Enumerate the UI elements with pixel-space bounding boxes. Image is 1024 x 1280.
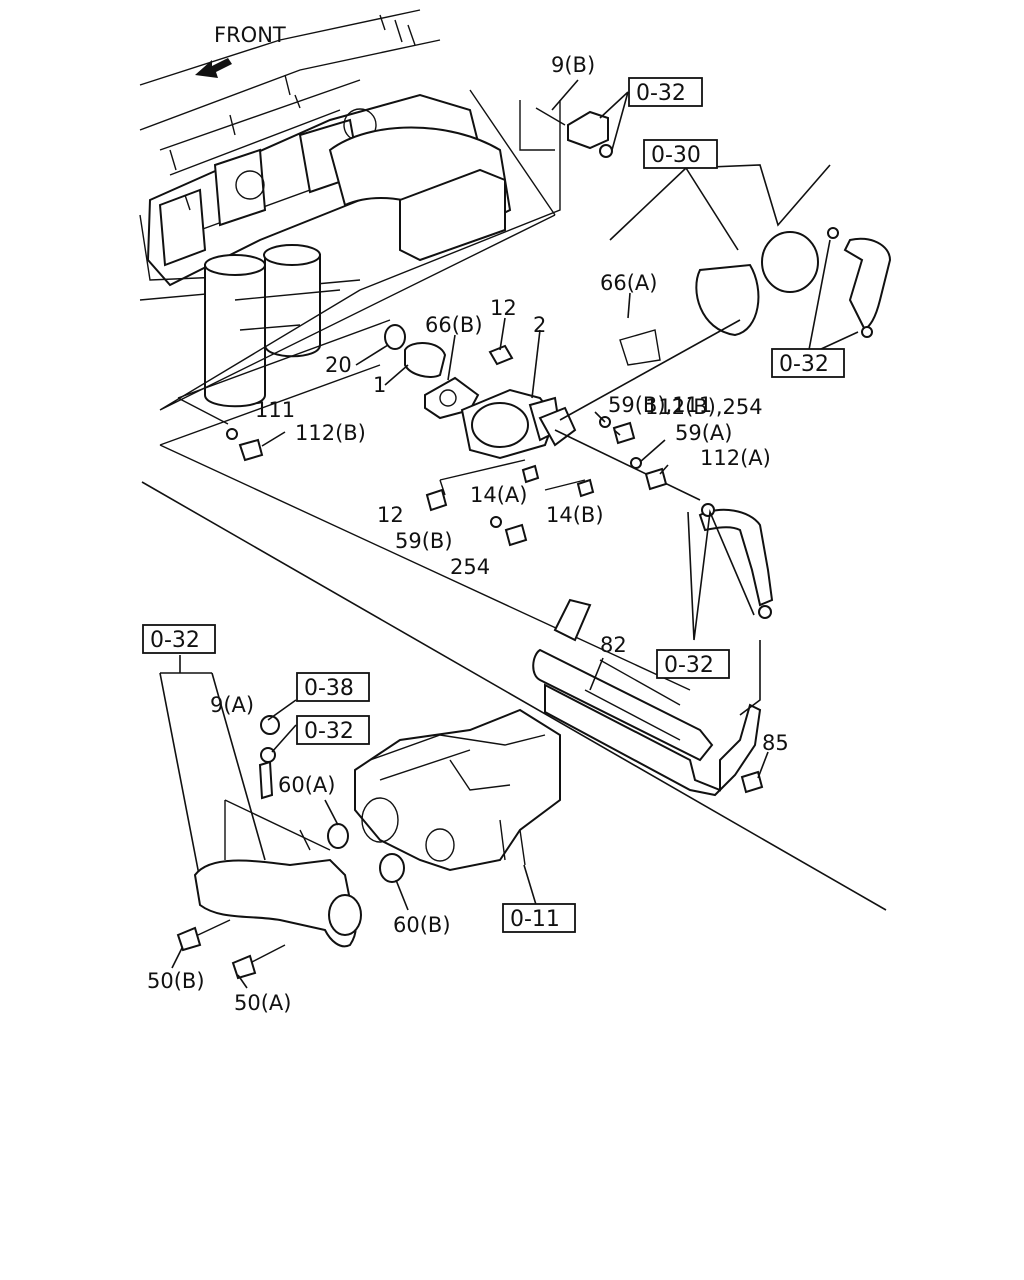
label-112b-254: 112(B),254 xyxy=(645,395,763,419)
label-66b: 66(B) xyxy=(425,313,483,337)
section-divider-line xyxy=(141,481,887,911)
label-82: 82 xyxy=(600,633,627,657)
label-12-low: 12 xyxy=(377,503,404,527)
leader-lines xyxy=(171,292,769,989)
label-50a: 50(A) xyxy=(234,991,291,1015)
ref-label: 0-30 xyxy=(651,143,701,168)
ref-label: 0-32 xyxy=(150,628,200,653)
label-112a: 112(A) xyxy=(700,446,771,470)
front-arrow: FRONT xyxy=(195,23,286,78)
label-59a: 59(A) xyxy=(675,421,732,445)
label-12-top: 12 xyxy=(490,296,517,320)
ref-box-0-32-top: 0-32 xyxy=(628,77,703,107)
engine-block-011 xyxy=(354,708,561,909)
label-14a: 14(A) xyxy=(470,483,527,507)
ref-box-0-32-right: 0-32 xyxy=(771,348,845,378)
part-labels: 9(B) 66(A) 12 66(B) 2 20 1 59(B),111 112… xyxy=(147,53,789,1015)
reference-boxes: 0-32 0-30 0-32 0-32 0-32 0-38 0-32 0-11 xyxy=(142,77,845,933)
ref-box-0-32-left: 0-32 xyxy=(142,624,216,654)
ref-label: 0-32 xyxy=(636,81,686,106)
water-outlet-assembly xyxy=(159,655,405,980)
label-85: 85 xyxy=(762,731,789,755)
coolant-pipe-82 xyxy=(532,503,774,797)
label-9b: 9(B) xyxy=(551,53,595,77)
label-254: 254 xyxy=(450,555,490,579)
label-50b: 50(B) xyxy=(147,969,205,993)
label-66a: 66(A) xyxy=(600,271,657,295)
ref-label: 0-11 xyxy=(510,907,560,932)
ref-box-0-32-hose: 0-32 xyxy=(656,649,730,679)
ref-box-0-30: 0-30 xyxy=(643,139,718,169)
label-14b: 14(B) xyxy=(546,503,604,527)
label-112b: 112(B) xyxy=(295,421,366,445)
ref-label: 0-32 xyxy=(664,653,714,678)
label-9a: 9(A) xyxy=(210,693,254,717)
label-20: 20 xyxy=(325,353,352,377)
front-label: FRONT xyxy=(214,23,286,47)
ref-label: 0-32 xyxy=(779,352,829,377)
label-1: 1 xyxy=(373,373,386,397)
ref-label: 0-38 xyxy=(304,676,354,701)
thermostat-housing-030 xyxy=(609,164,892,356)
label-111: 111 xyxy=(255,398,295,422)
ref-label: 0-32 xyxy=(304,719,354,744)
ref-box-0-11: 0-11 xyxy=(502,903,576,933)
label-59b-111: 59(B),111 xyxy=(608,393,712,417)
bracket-9b xyxy=(535,79,629,158)
ref-box-0-38: 0-38 xyxy=(296,672,370,702)
label-60b: 60(B) xyxy=(393,913,451,937)
label-60a: 60(A) xyxy=(278,773,335,797)
label-59b: 59(B) xyxy=(395,529,453,553)
thermostat-assembly xyxy=(159,319,741,691)
ref-box-0-32-mid: 0-32 xyxy=(296,715,370,745)
label-2: 2 xyxy=(533,313,546,337)
